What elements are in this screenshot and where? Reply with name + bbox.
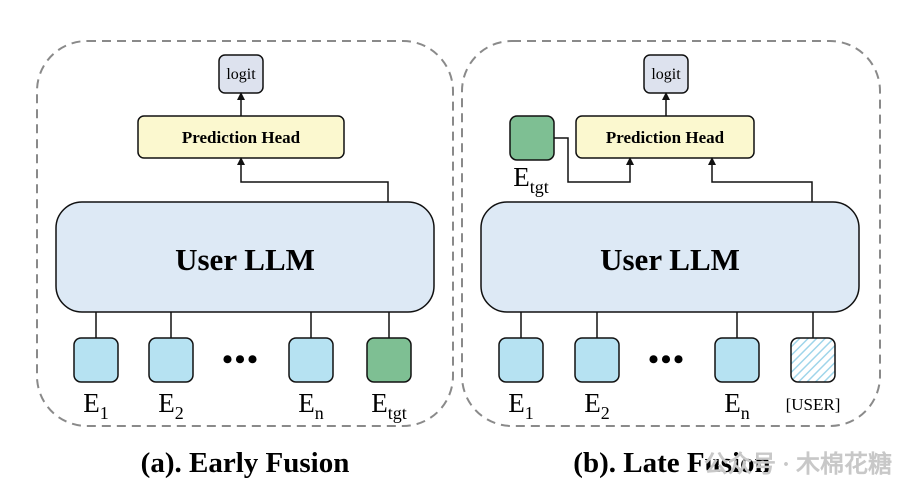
- embedding-label-e2: E2: [584, 388, 610, 423]
- side-target-embedding-label: Etgt: [513, 162, 549, 197]
- ellipsis-dots: •••: [648, 343, 686, 376]
- panel-border: [36, 40, 454, 427]
- arrow-llm-to-head: [237, 157, 389, 202]
- side-target-embedding-box: [509, 115, 555, 161]
- embedding-label-en: En: [724, 388, 750, 423]
- embedding-box-e1: [73, 337, 119, 383]
- panel-border: [461, 40, 881, 427]
- embedding-box-e2: [574, 337, 620, 383]
- embedding-label-e1: E1: [508, 388, 534, 423]
- embedding-label-e1: E1: [83, 388, 109, 423]
- embedding-box-e1: [498, 337, 544, 383]
- embedding-box-en: [288, 337, 334, 383]
- user-token-box: [790, 337, 836, 383]
- embedding-box-en: [714, 337, 760, 383]
- embedding-label-e2: E2: [158, 388, 184, 423]
- watermark-text: 公众号 · 木棉花糖: [704, 450, 892, 478]
- panel-late-fusion: logit Prediction Head Etgt User LLM ••• …: [461, 40, 881, 479]
- prediction-head-box: [575, 115, 755, 159]
- target-embedding-box: [366, 337, 412, 383]
- user-llm-label: User LLM: [600, 242, 740, 277]
- embedding-label-en: En: [298, 388, 324, 423]
- user-llm-label: User LLM: [175, 242, 315, 277]
- panel-early-fusion: logit Prediction Head User LLM ••• E1 E2…: [36, 40, 454, 479]
- prediction-head-label: Prediction Head: [606, 128, 725, 147]
- arrow-target-to-head: [554, 137, 634, 183]
- user-llm-box: [55, 201, 435, 313]
- logit-label: logit: [226, 66, 256, 83]
- panel-caption: (a). Early Fusion: [141, 447, 350, 479]
- ellipsis-dots: •••: [222, 343, 260, 376]
- arrow-llm-to-head: [708, 157, 813, 202]
- embedding-box-e2: [148, 337, 194, 383]
- logit-label: logit: [651, 66, 681, 83]
- user-token-label: [USER]: [786, 395, 841, 414]
- prediction-head-label: Prediction Head: [182, 128, 301, 147]
- panel-caption: (b). Late Fusion: [573, 447, 770, 479]
- target-embedding-label: Etgt: [371, 388, 407, 423]
- user-llm-box: [480, 201, 860, 313]
